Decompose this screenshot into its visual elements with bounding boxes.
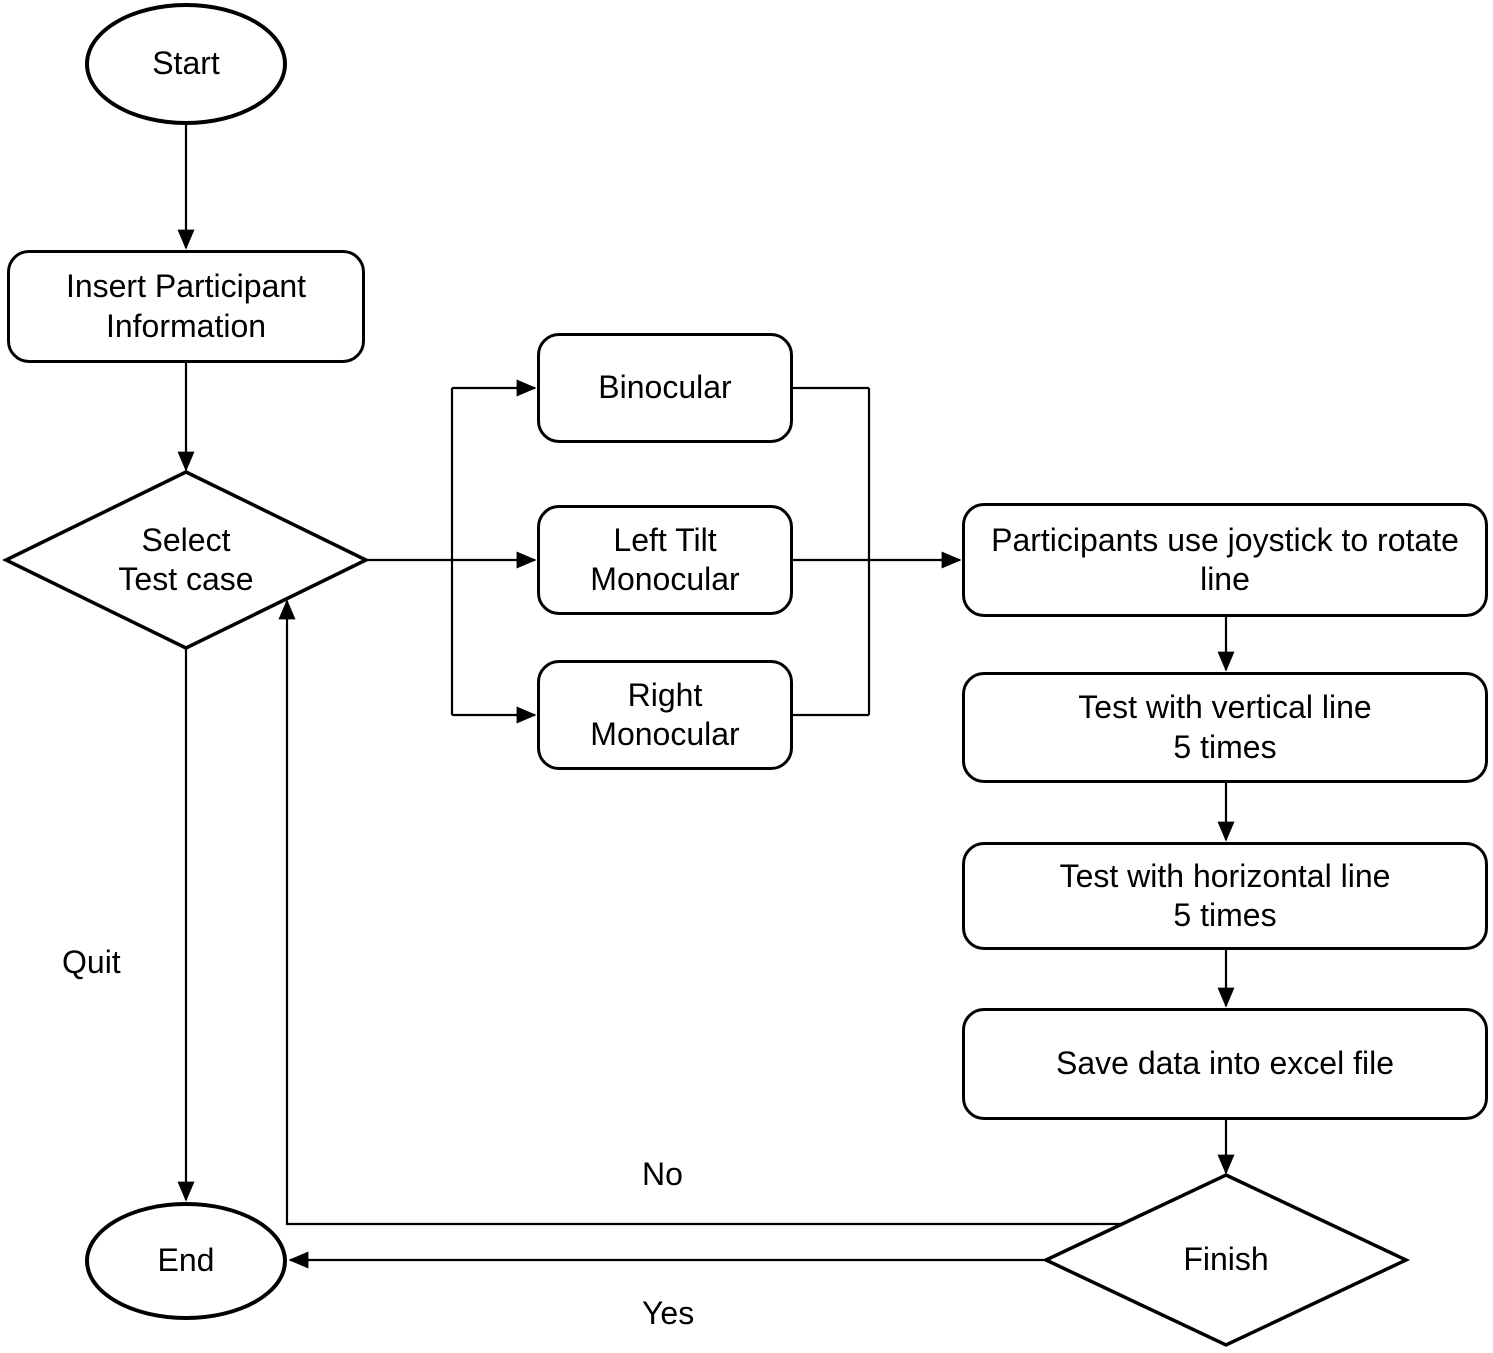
test-horizontal-line-label: Test with horizontal line 5 times <box>1059 857 1391 933</box>
test-vertical-line-process: Test with vertical line 5 times <box>962 672 1488 783</box>
end-terminal: End <box>85 1202 287 1320</box>
quit-edge-label: Quit <box>62 944 121 980</box>
test-vertical-line-label: Test with vertical line 5 times <box>1078 689 1372 765</box>
yes-edge-label: Yes <box>642 1295 695 1331</box>
edge-finish-no-loop <box>278 599 1122 1226</box>
binocular-label: Binocular <box>598 369 732 406</box>
right-monocular-process: Right Monocular <box>537 660 793 770</box>
left-tilt-monocular-label: Left Tilt Monocular <box>590 521 740 597</box>
left-tilt-monocular-process: Left Tilt Monocular <box>537 505 793 615</box>
test-horizontal-line-process: Test with horizontal line 5 times <box>962 842 1488 950</box>
joystick-rotate-line-process: Participants use joystick to rotate line <box>962 503 1488 617</box>
binocular-process: Binocular <box>537 333 793 443</box>
finish-decision: Finish <box>1046 1175 1406 1345</box>
insert-participant-info-process: Insert Participant Information <box>7 250 365 363</box>
insert-participant-info-label: Insert Participant Information <box>65 268 307 344</box>
save-data-excel-process: Save data into excel file <box>962 1008 1488 1120</box>
right-monocular-label: Right Monocular <box>590 676 740 752</box>
finish-label: Finish <box>1183 1241 1269 1278</box>
start-label: Start <box>152 45 220 82</box>
start-terminal: Start <box>85 3 287 125</box>
save-data-excel-label: Save data into excel file <box>1056 1045 1394 1082</box>
select-test-case-decision: Select Test case <box>6 472 366 648</box>
finish-diamond <box>1041 1173 1411 1347</box>
joystick-rotate-line-label: Participants use joystick to rotate line <box>991 521 1459 597</box>
no-edge-label: No <box>642 1156 683 1192</box>
end-label: End <box>157 1242 215 1279</box>
select-test-case-label: Select Test case <box>118 521 254 597</box>
